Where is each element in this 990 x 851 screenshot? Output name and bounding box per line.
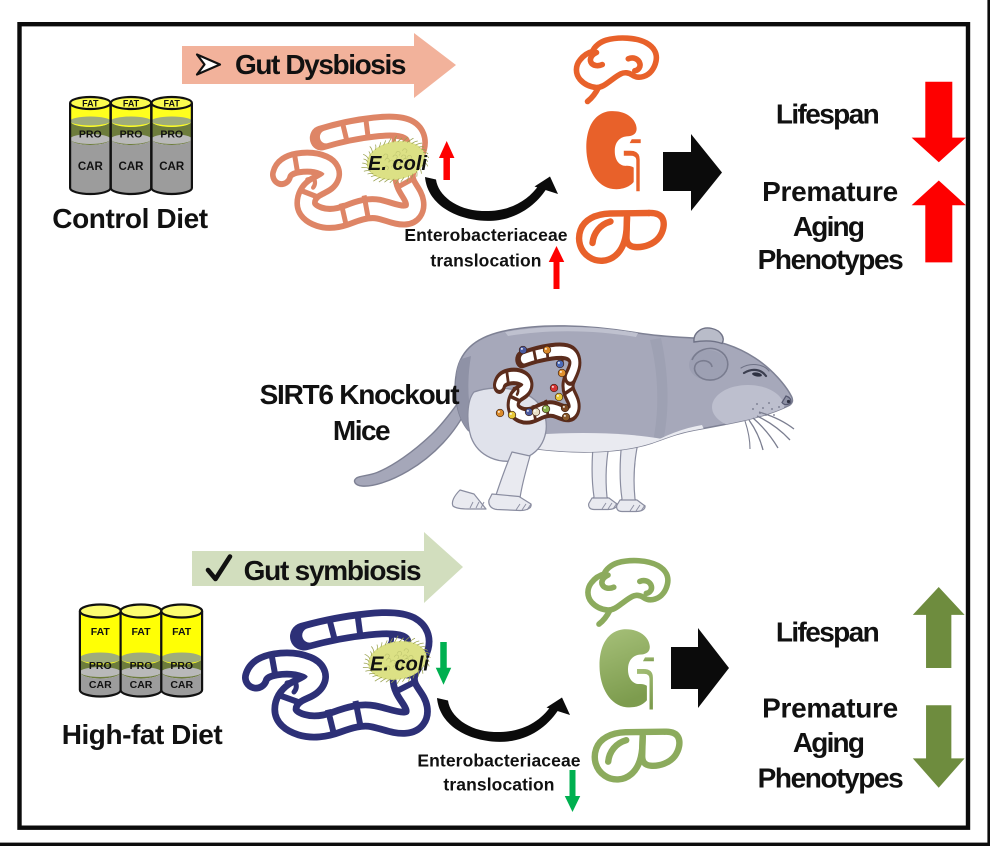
svg-text:Lifespan: Lifespan	[776, 617, 879, 648]
svg-text:CAR: CAR	[170, 679, 193, 691]
svg-text:Phenotypes: Phenotypes	[758, 244, 904, 275]
svg-text:Enterobacteriaceae: Enterobacteriaceae	[404, 225, 567, 245]
svg-text:CAR: CAR	[78, 161, 104, 173]
svg-text:High-fat Diet: High-fat Diet	[62, 719, 223, 750]
svg-text:CAR: CAR	[159, 161, 185, 173]
svg-text:Mice: Mice	[333, 415, 390, 446]
svg-text:PRO: PRO	[89, 660, 112, 672]
svg-text:PRO: PRO	[120, 129, 143, 141]
svg-text:SIRT6 Knockout: SIRT6 Knockout	[260, 379, 460, 410]
svg-text:Gut Dysbiosis: Gut Dysbiosis	[235, 49, 406, 80]
svg-text:translocation: translocation	[430, 251, 541, 271]
svg-text:Aging: Aging	[793, 727, 864, 758]
svg-text:CAR: CAR	[119, 161, 145, 173]
svg-text:E. coli: E. coli	[368, 153, 427, 175]
svg-text:translocation: translocation	[443, 775, 554, 795]
svg-text:PRO: PRO	[170, 660, 193, 672]
svg-text:Gut symbiosis: Gut symbiosis	[244, 555, 421, 586]
svg-text:FAT: FAT	[131, 626, 151, 638]
svg-text:Phenotypes: Phenotypes	[758, 763, 904, 794]
svg-text:Enterobacteriaceae: Enterobacteriaceae	[417, 751, 580, 771]
svg-text:CAR: CAR	[89, 679, 112, 691]
svg-text:PRO: PRO	[79, 129, 102, 141]
svg-text:FAT: FAT	[91, 626, 111, 638]
svg-text:FAT: FAT	[82, 99, 99, 109]
svg-text:CAR: CAR	[130, 679, 153, 691]
svg-text:Control Diet: Control Diet	[52, 203, 207, 234]
svg-text:PRO: PRO	[160, 129, 183, 141]
svg-text:Lifespan: Lifespan	[776, 99, 879, 130]
svg-text:PRO: PRO	[130, 660, 153, 672]
svg-text:Aging: Aging	[793, 211, 864, 242]
svg-text:FAT: FAT	[172, 626, 192, 638]
svg-text:E. coli: E. coli	[370, 654, 429, 676]
svg-text:FAT: FAT	[123, 99, 140, 109]
svg-text:FAT: FAT	[164, 99, 181, 109]
svg-text:Premature: Premature	[762, 693, 898, 724]
svg-text:Premature: Premature	[762, 176, 898, 207]
